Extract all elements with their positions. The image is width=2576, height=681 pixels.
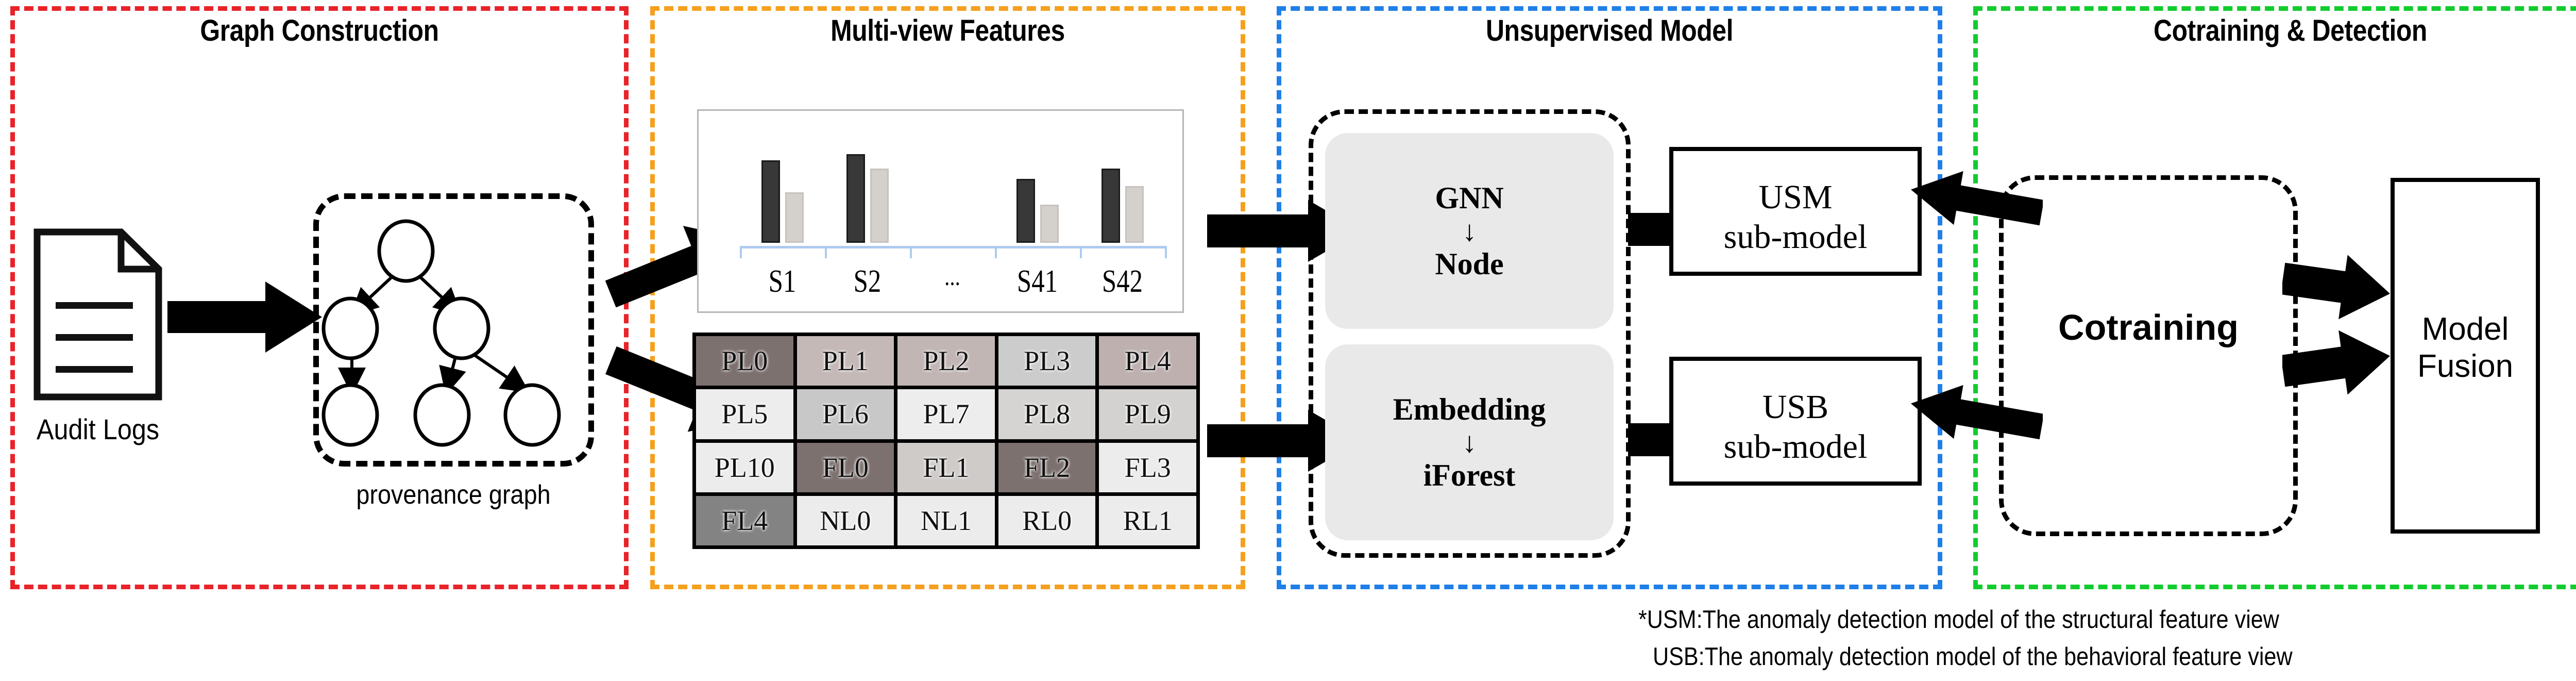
card-gnn-node: GNN ↓ Node	[1325, 133, 1614, 329]
feature-cell-PL2: PL2	[897, 336, 995, 386]
bar-S1-light	[785, 192, 804, 243]
feature-cell-FL4: FL4	[696, 495, 793, 545]
bar-S41-light	[1040, 205, 1059, 243]
panel-multiview-features	[650, 6, 1245, 589]
panel-title-cotraining-detection: Cotraining & Detection	[2154, 14, 2427, 47]
chart-tick	[740, 246, 742, 258]
chart-category-label-S1: S1	[768, 264, 796, 299]
chart-category-label-S42: S42	[1101, 264, 1143, 299]
feature-cell-FL3: FL3	[1099, 442, 1196, 492]
panel-title-multiview-features: Multi-view Features	[831, 14, 1065, 47]
feature-cell-NL1: NL1	[897, 495, 995, 545]
feature-cell-FL1: FL1	[897, 442, 995, 492]
chart-tick	[1165, 246, 1167, 258]
feature-bar-chart: S1 S2... S41 S42	[697, 109, 1184, 313]
usm-line1: USM	[1758, 178, 1833, 216]
provenance-graph-caption: provenance graph	[356, 480, 551, 510]
chart-category-label-S41: S41	[1016, 264, 1058, 299]
bar-S2-light	[870, 169, 889, 243]
feature-cell-RL1: RL1	[1099, 495, 1196, 545]
arrow-usb-to-cotraining	[1909, 381, 2043, 449]
usm-sub-model-box: USM sub-model	[1669, 147, 1922, 276]
bar-chart-plot: S1 S2... S41 S42	[699, 111, 1182, 311]
feature-cell-PL5: PL5	[696, 389, 793, 439]
audit-logs-label: Audit Logs	[36, 413, 160, 445]
feature-cell-FL2: FL2	[998, 442, 1096, 492]
embedding-label: Embedding	[1393, 392, 1546, 426]
feature-cell-FL0: FL0	[796, 442, 894, 492]
cotraining-label: Cotraining	[2058, 307, 2239, 347]
bar-S41-dark	[1016, 179, 1035, 243]
down-arrow-icon-gnn: ↓	[1462, 214, 1477, 247]
arrow-cotraining-to-fusion-bottom	[2282, 330, 2391, 397]
card-embedding-iforest: Embedding ↓ iForest	[1325, 344, 1614, 540]
usb-line2: sub-model	[1723, 427, 1868, 466]
feature-cell-PL8: PL8	[998, 389, 1096, 439]
down-arrow-icon-embedding: ↓	[1462, 426, 1477, 458]
bar-S42-dark	[1101, 169, 1120, 243]
chart-category-label-...: ...	[944, 262, 960, 291]
provenance-graph-container	[313, 193, 594, 467]
panel-unsupervised-model	[1277, 6, 1942, 589]
panel-title-graph-construction: Graph Construction	[200, 14, 439, 47]
unsupervised-model-container	[1309, 109, 1631, 558]
feature-cell-PL9: PL9	[1099, 389, 1196, 439]
feature-cell-PL7: PL7	[897, 389, 995, 439]
cotraining-container	[1999, 175, 2298, 536]
feature-cell-PL6: PL6	[796, 389, 894, 439]
chart-category-label-S2: S2	[853, 264, 882, 299]
chart-tick	[1080, 246, 1082, 258]
panel-cotraining-detection	[1973, 6, 2576, 589]
panel-title-unsupervised-model: Unsupervised Model	[1485, 14, 1734, 47]
feature-cell-PL10: PL10	[696, 442, 793, 492]
feature-cell-RL0: RL0	[998, 495, 1096, 545]
chart-tick	[910, 246, 912, 258]
footnote-usb: USB:The anomaly detection model of the b…	[1653, 643, 2293, 671]
bar-S2-dark	[846, 154, 865, 243]
chart-tick	[995, 246, 997, 258]
bar-S42-light	[1125, 186, 1144, 243]
usm-line2: sub-model	[1723, 218, 1868, 256]
bar-S1-dark	[761, 160, 780, 243]
provenance-graph-svg	[313, 193, 594, 467]
iforest-label: iForest	[1423, 458, 1516, 492]
gnn-label: GNN	[1435, 181, 1504, 215]
node-label: Node	[1435, 247, 1504, 281]
document-icon	[31, 227, 165, 402]
feature-cell-PL4: PL4	[1099, 336, 1196, 386]
feature-cell-PL3: PL3	[998, 336, 1096, 386]
chart-tick	[825, 246, 827, 258]
feature-cell-NL0: NL0	[796, 495, 894, 545]
arrow-chart-to-gnn	[1207, 200, 1362, 262]
model-fusion-line2: Fusion	[2417, 348, 2514, 384]
arrow-grid-to-embedding	[1207, 410, 1362, 472]
arrow-cotraining-to-fusion-top	[2282, 253, 2391, 320]
arrow-usm-to-cotraining	[1909, 168, 2043, 235]
feature-cell-PL0: PL0	[696, 336, 793, 386]
arrow-audit-to-graph	[167, 278, 322, 356]
model-fusion-line1: Model	[2421, 311, 2509, 347]
chart-axis-line	[740, 246, 1165, 248]
usb-line1: USB	[1762, 388, 1829, 426]
usb-sub-model-box: USB sub-model	[1669, 357, 1922, 486]
footnote-usm: *USM:The anomaly detection model of the …	[1638, 606, 2279, 634]
feature-cell-PL1: PL1	[796, 336, 894, 386]
model-fusion-box: Model Fusion	[2391, 178, 2540, 534]
